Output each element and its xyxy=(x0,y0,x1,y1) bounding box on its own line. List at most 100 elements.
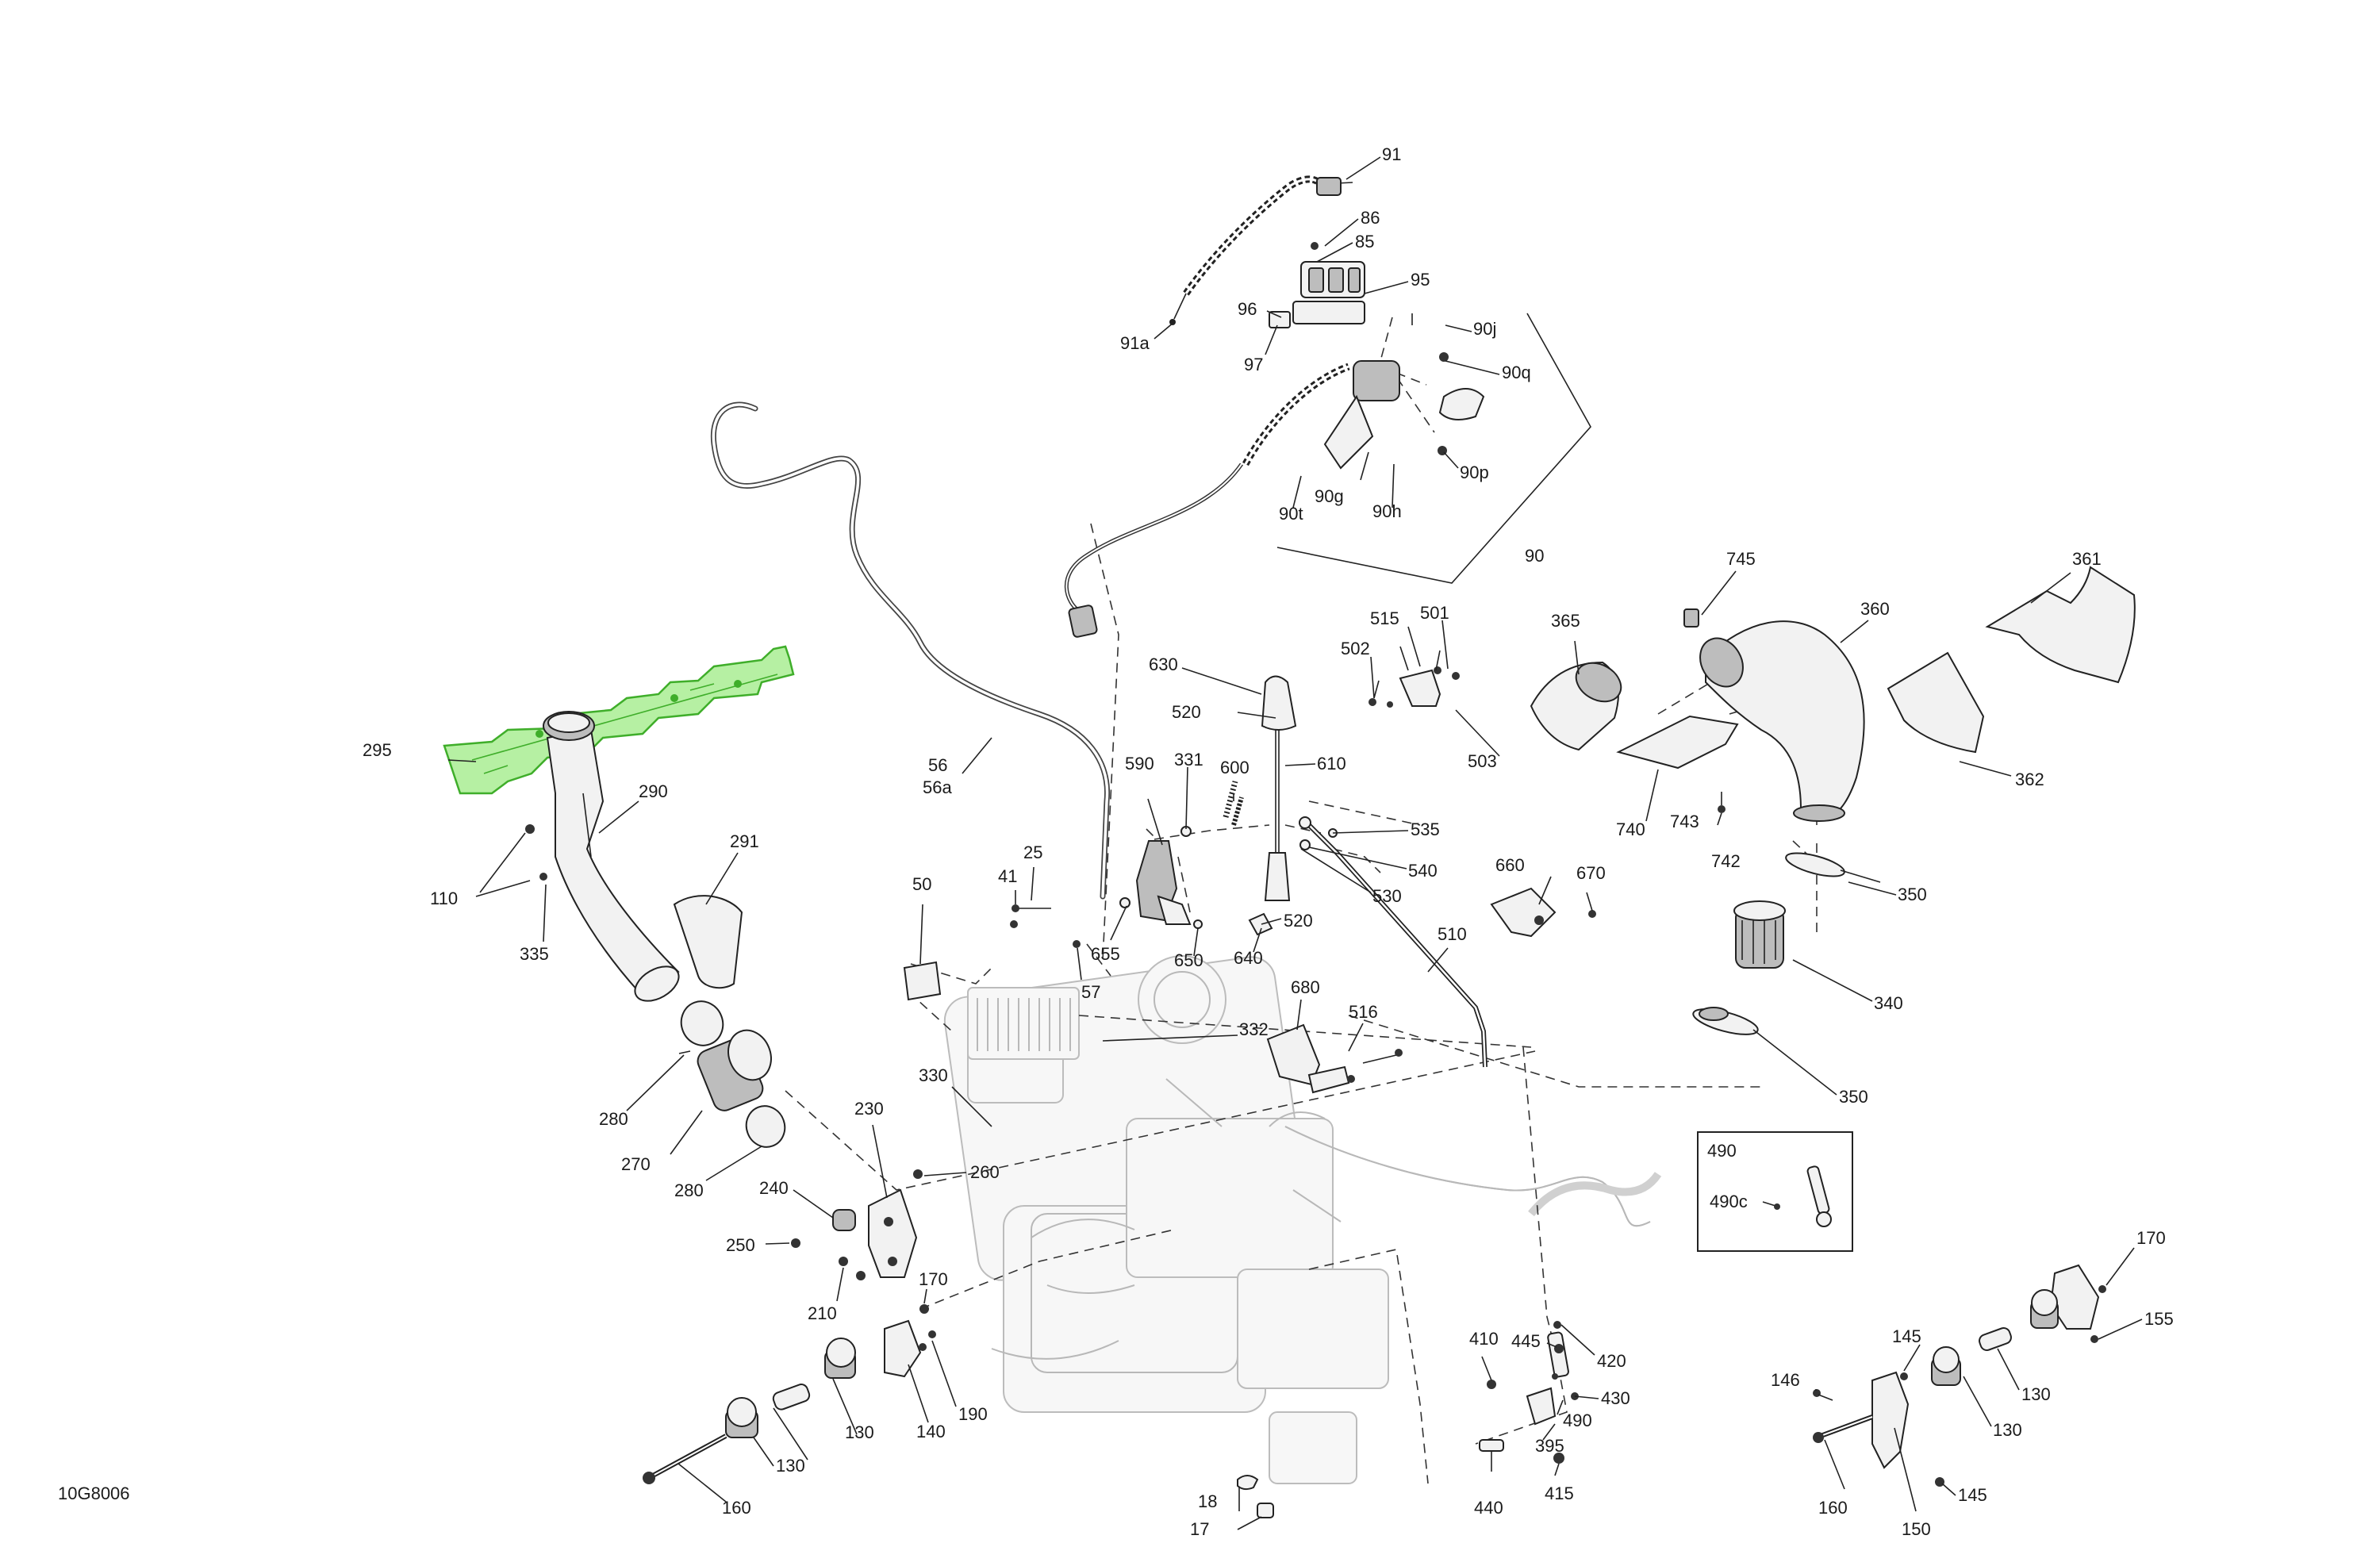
callout-640: 640 xyxy=(1234,948,1263,968)
callout-490: 490 xyxy=(1563,1411,1592,1430)
callout-291: 291 xyxy=(730,831,759,851)
callout-240: 240 xyxy=(759,1178,789,1198)
callout-395: 395 xyxy=(1535,1436,1564,1456)
callout-520-upper: 520 xyxy=(1172,702,1201,722)
rod-510 xyxy=(1299,816,1488,1068)
callout-600: 600 xyxy=(1220,758,1250,777)
callout-50: 50 xyxy=(912,874,931,894)
cable-56 xyxy=(710,401,1111,900)
callout-280-upper: 280 xyxy=(599,1109,628,1129)
callout-650: 650 xyxy=(1174,950,1203,970)
callout-330: 330 xyxy=(919,1065,948,1085)
callout-146: 146 xyxy=(1771,1370,1800,1390)
callout-91a: 91a xyxy=(1120,333,1150,353)
callout-362: 362 xyxy=(2015,770,2044,789)
callout-590: 590 xyxy=(1125,754,1154,773)
engine-ghost xyxy=(943,955,1662,1484)
callout-210: 210 xyxy=(808,1303,837,1323)
callout-130-left-a: 130 xyxy=(845,1422,874,1442)
callout-90: 90 xyxy=(1525,546,1544,566)
callout-150: 150 xyxy=(1902,1519,1931,1539)
callout-96: 96 xyxy=(1238,299,1257,319)
callout-745: 745 xyxy=(1726,549,1756,569)
callout-445: 445 xyxy=(1511,1331,1541,1351)
callout-365: 365 xyxy=(1551,611,1580,631)
right-pulley-stack xyxy=(1813,1264,2106,1487)
callout-660: 660 xyxy=(1495,855,1525,875)
callout-350-lower: 350 xyxy=(1839,1087,1868,1107)
callout-670: 670 xyxy=(1576,863,1606,883)
callout-90q: 90q xyxy=(1502,363,1531,382)
callout-280-lower: 280 xyxy=(674,1180,704,1200)
callout-140: 140 xyxy=(916,1422,946,1441)
callout-420: 420 xyxy=(1597,1351,1626,1371)
callout-360: 360 xyxy=(1860,599,1890,619)
callout-17: 17 xyxy=(1190,1519,1209,1539)
items-50-57 xyxy=(903,904,1081,1001)
callout-680: 680 xyxy=(1291,977,1320,997)
intake-duct-group xyxy=(1530,566,2136,822)
drawing-code: 10G8006 xyxy=(58,1484,130,1503)
callout-90h: 90h xyxy=(1372,501,1402,521)
intake-tube-290 xyxy=(525,711,743,1002)
callout-91: 91 xyxy=(1382,144,1401,164)
callout-57: 57 xyxy=(1081,982,1100,1002)
callout-742: 742 xyxy=(1711,851,1741,871)
callout-260: 260 xyxy=(970,1162,1000,1182)
left-pulley-stack xyxy=(643,1319,936,1484)
items-17-18 xyxy=(1237,1475,1274,1518)
callout-110: 110 xyxy=(430,889,458,908)
inset-box-490: 490 490c xyxy=(1697,1131,1853,1252)
callout-515: 515 xyxy=(1370,608,1399,628)
callout-25: 25 xyxy=(1023,843,1042,862)
clamps-270-280 xyxy=(678,1000,786,1148)
callout-160-right: 160 xyxy=(1818,1498,1848,1518)
callout-190: 190 xyxy=(958,1404,988,1424)
callout-85: 85 xyxy=(1355,232,1374,251)
inset-title: 490 xyxy=(1707,1141,1737,1161)
callout-610: 610 xyxy=(1317,754,1346,773)
callout-155: 155 xyxy=(2144,1309,2174,1329)
callout-95: 95 xyxy=(1411,270,1430,290)
callout-130-right-a: 130 xyxy=(2021,1384,2051,1404)
callout-502: 502 xyxy=(1341,639,1370,658)
callout-340: 340 xyxy=(1874,993,1903,1013)
callout-530: 530 xyxy=(1372,886,1402,906)
shift-lever-group xyxy=(1119,675,1338,936)
callout-41: 41 xyxy=(998,866,1017,886)
callout-145-lower: 145 xyxy=(1958,1485,1987,1505)
callout-332: 332 xyxy=(1239,1019,1269,1039)
inset-item-label: 490c xyxy=(1710,1192,1748,1211)
callout-56: 56 xyxy=(928,755,947,775)
callout-90t: 90t xyxy=(1279,504,1303,524)
callout-170-right: 170 xyxy=(2136,1228,2166,1248)
callout-520-lower: 520 xyxy=(1284,911,1313,931)
callout-335: 335 xyxy=(520,944,549,964)
callout-410: 410 xyxy=(1469,1329,1499,1349)
callout-labels: 91 86 85 95 96 91a 97 90j 90q 90p 90g 90… xyxy=(363,144,2174,1539)
callout-18: 18 xyxy=(1198,1491,1217,1511)
callout-160-left: 160 xyxy=(722,1498,751,1518)
filter-340-group xyxy=(1692,852,1881,1035)
bracket-660-680 xyxy=(1266,887,1596,1094)
callout-97: 97 xyxy=(1244,355,1263,374)
bracket-503-group xyxy=(1368,646,1460,708)
callout-516: 516 xyxy=(1349,1002,1378,1022)
callout-503: 503 xyxy=(1468,751,1497,771)
callout-130-right-b: 130 xyxy=(1993,1420,2022,1440)
callout-540: 540 xyxy=(1408,861,1438,881)
callout-145-upper: 145 xyxy=(1892,1326,1921,1346)
callout-86: 86 xyxy=(1361,208,1380,228)
callout-56a: 56a xyxy=(923,777,952,797)
callout-655: 655 xyxy=(1091,944,1120,964)
callout-740: 740 xyxy=(1616,819,1645,839)
callout-270: 270 xyxy=(621,1154,651,1174)
callout-630: 630 xyxy=(1149,654,1178,674)
callout-361: 361 xyxy=(2072,549,2102,569)
callout-230: 230 xyxy=(854,1099,884,1119)
callout-295: 295 xyxy=(363,740,392,760)
callout-90j: 90j xyxy=(1473,319,1496,339)
callout-510: 510 xyxy=(1438,924,1467,944)
callout-501: 501 xyxy=(1420,603,1449,623)
